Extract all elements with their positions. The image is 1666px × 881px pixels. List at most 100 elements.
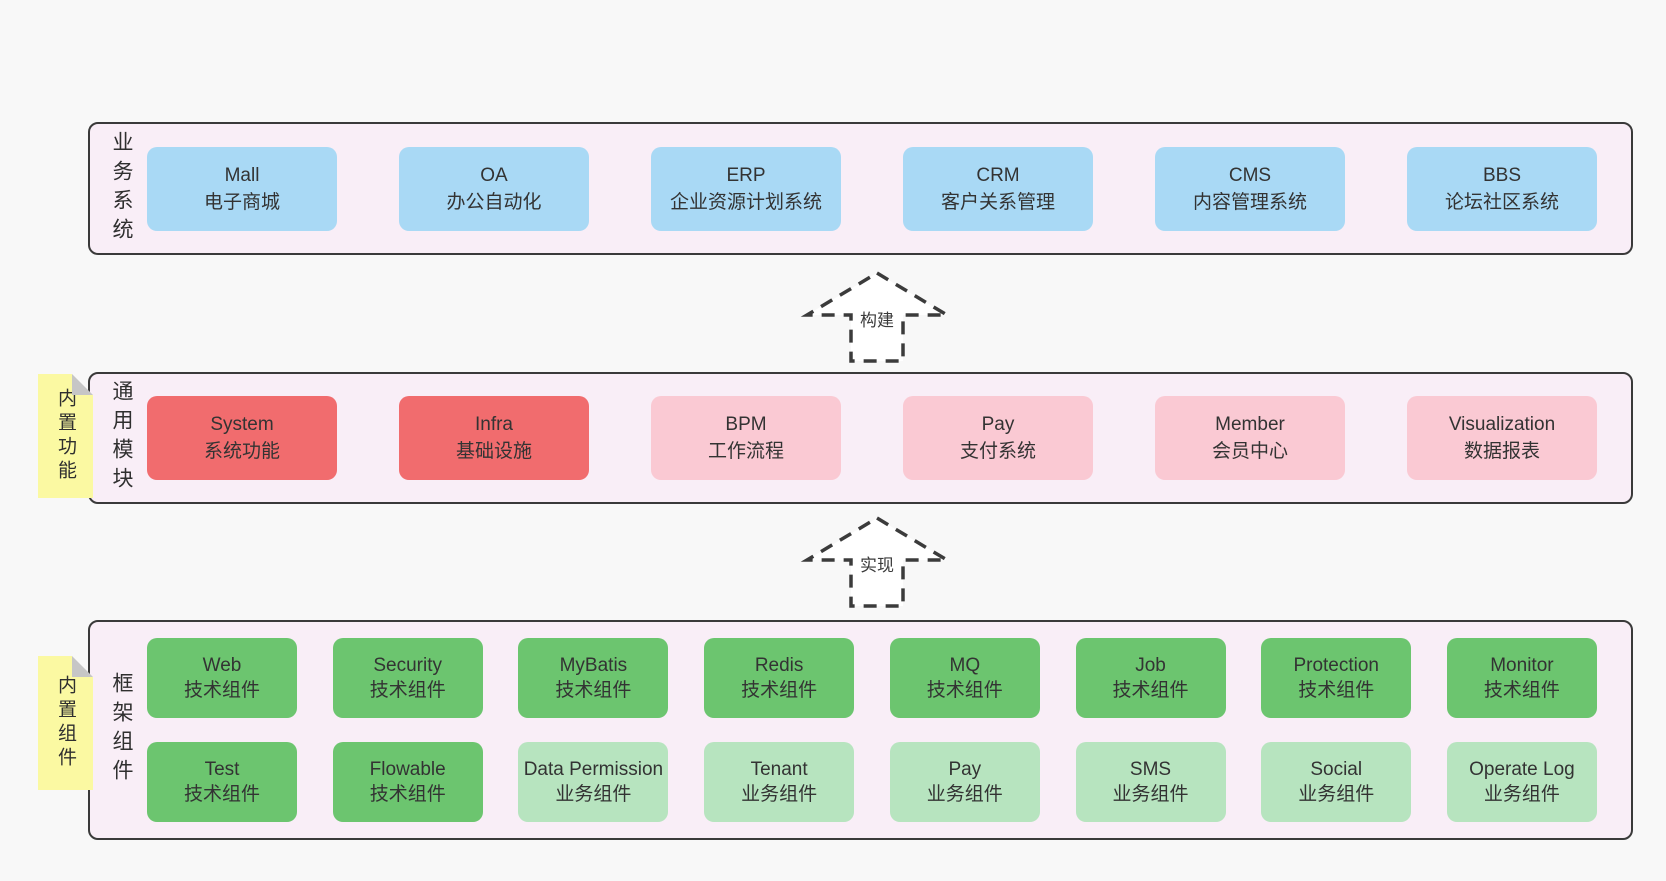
- sticky-note-text: 内置组件: [55, 675, 76, 771]
- folded-corner-icon: [72, 374, 93, 395]
- component-title: Operate Log: [1469, 759, 1575, 780]
- component-subtitle: 业务组件: [555, 784, 632, 805]
- component-title: MyBatis: [559, 655, 628, 676]
- component-title: BBS: [1482, 164, 1522, 186]
- band-common-modules: 通用模块 System 系统功能 Infra 基础设施 BPM 工作流程 Pay 支付系统 Me…: [88, 372, 1633, 504]
- component-subtitle: 技术组件: [183, 680, 260, 701]
- component-subtitle: 基础设施: [455, 441, 532, 462]
- sticky-note-text: 内置功能: [55, 388, 76, 484]
- component-subtitle: 客户关系管理: [940, 191, 1055, 213]
- component-subtitle: 业务组件: [1298, 784, 1375, 805]
- component-box-system: System 系统功能: [147, 396, 337, 480]
- component-subtitle: 系统功能: [203, 441, 280, 462]
- component-box-sms: SMS 业务组件: [1075, 742, 1226, 822]
- component-subtitle: 技术组件: [183, 784, 260, 805]
- component-title: CMS: [1228, 164, 1272, 186]
- component-subtitle: 数据报表: [1463, 441, 1540, 462]
- component-title: Monitor: [1490, 655, 1554, 676]
- component-box-oa: OA 办公自动化: [399, 146, 589, 231]
- component-title: Protection: [1293, 655, 1379, 676]
- component-subtitle: 技术组件: [1298, 680, 1375, 701]
- component-title: OA: [480, 164, 508, 186]
- component-box-job: Job 技术组件: [1075, 638, 1226, 718]
- component-title: Flowable: [369, 759, 446, 780]
- component-title: Visualization: [1448, 414, 1556, 435]
- component-box-flowable: Flowable 技术组件: [332, 742, 483, 822]
- band-label-common-modules: 通用模块: [110, 380, 133, 496]
- band-rows-common-modules: System 系统功能 Infra 基础设施 BPM 工作流程 Pay 支付系统 Member 会…: [147, 374, 1597, 502]
- component-box-redis: Redis 技术组件: [704, 638, 855, 718]
- implement-arrow-label: 实现: [856, 551, 898, 576]
- component-title: MQ: [949, 655, 981, 676]
- component-box-data-permission: Data Permission 业务组件: [518, 742, 669, 822]
- component-subtitle: 支付系统: [959, 441, 1036, 462]
- component-box-mq: MQ 技术组件: [889, 638, 1040, 718]
- component-subtitle: 技术组件: [1112, 680, 1189, 701]
- component-subtitle: 技术组件: [741, 680, 818, 701]
- component-subtitle: 企业资源计划系统: [669, 191, 822, 213]
- component-subtitle: 技术组件: [555, 680, 632, 701]
- component-title: ERP: [726, 164, 766, 186]
- band-label-business-systems: 业务系统: [110, 130, 133, 247]
- component-box-mall: Mall 电子商城: [147, 146, 337, 231]
- component-box-mybatis: MyBatis 技术组件: [518, 638, 669, 718]
- component-subtitle: 会员中心: [1211, 441, 1288, 462]
- component-subtitle: 业务组件: [741, 784, 818, 805]
- component-subtitle: 技术组件: [369, 680, 446, 701]
- component-title: Pay: [948, 759, 982, 780]
- component-box-tenant: Tenant 业务组件: [704, 742, 855, 822]
- component-title: SMS: [1129, 759, 1172, 780]
- component-subtitle: 业务组件: [926, 784, 1003, 805]
- implement-arrow: 实现: [790, 515, 964, 610]
- component-title: Tenant: [750, 759, 808, 780]
- sticky-note-builtin-functions: 内置功能: [38, 374, 93, 498]
- component-title: Test: [204, 759, 240, 780]
- component-subtitle: 办公自动化: [446, 191, 542, 213]
- component-subtitle: 业务组件: [1112, 784, 1189, 805]
- component-box-web: Web 技术组件: [147, 638, 297, 718]
- component-box-erp: ERP 企业资源计划系统: [651, 146, 841, 231]
- build-arrow-label: 构建: [856, 306, 898, 331]
- component-title: Security: [373, 655, 443, 676]
- component-title: Job: [1135, 655, 1166, 676]
- component-box-operate-log: Operate Log 业务组件: [1446, 742, 1597, 822]
- component-subtitle: 工作流程: [707, 441, 784, 462]
- component-row: Mall 电子商城 OA 办公自动化 ERP 企业资源计划系统 CRM 客户关系管理 CMS 内容…: [147, 146, 1597, 231]
- band-rows-business-systems: Mall 电子商城 OA 办公自动化 ERP 企业资源计划系统 CRM 客户关系管理 CMS 内容…: [147, 124, 1597, 253]
- component-subtitle: 技术组件: [369, 784, 446, 805]
- component-box-pay: Pay 业务组件: [889, 742, 1040, 822]
- folded-corner-icon: [72, 656, 93, 677]
- component-row: System 系统功能 Infra 基础设施 BPM 工作流程 Pay 支付系统 Member 会…: [147, 396, 1597, 480]
- component-title: Pay: [981, 414, 1015, 435]
- build-arrow: 构建: [790, 270, 964, 365]
- component-title: BPM: [725, 414, 767, 435]
- band-business-systems: 业务系统 Mall 电子商城 OA 办公自动化 ERP 企业资源计划系统 CRM 客户关系管理…: [88, 122, 1633, 255]
- component-box-visualization: Visualization 数据报表: [1407, 396, 1597, 480]
- component-box-pay: Pay 支付系统: [903, 396, 1093, 480]
- component-box-bpm: BPM 工作流程: [651, 396, 841, 480]
- component-subtitle: 内容管理系统: [1192, 191, 1307, 213]
- component-subtitle: 业务组件: [1483, 784, 1560, 805]
- component-title: Web: [202, 655, 242, 676]
- component-box-crm: CRM 客户关系管理: [903, 146, 1093, 231]
- component-title: Data Permission: [523, 759, 664, 780]
- component-subtitle: 技术组件: [926, 680, 1003, 701]
- component-title: Infra: [474, 414, 514, 435]
- component-title: Redis: [754, 655, 804, 676]
- component-box-security: Security 技术组件: [332, 638, 483, 718]
- sticky-note-builtin-components: 内置组件: [38, 656, 93, 790]
- component-subtitle: 电子商城: [203, 191, 280, 213]
- component-title: Member: [1215, 414, 1285, 435]
- component-title: CRM: [976, 164, 1020, 186]
- component-box-infra: Infra 基础设施: [399, 396, 589, 480]
- component-title: System: [210, 414, 274, 435]
- component-box-cms: CMS 内容管理系统: [1155, 146, 1345, 231]
- component-title: Mall: [224, 164, 260, 186]
